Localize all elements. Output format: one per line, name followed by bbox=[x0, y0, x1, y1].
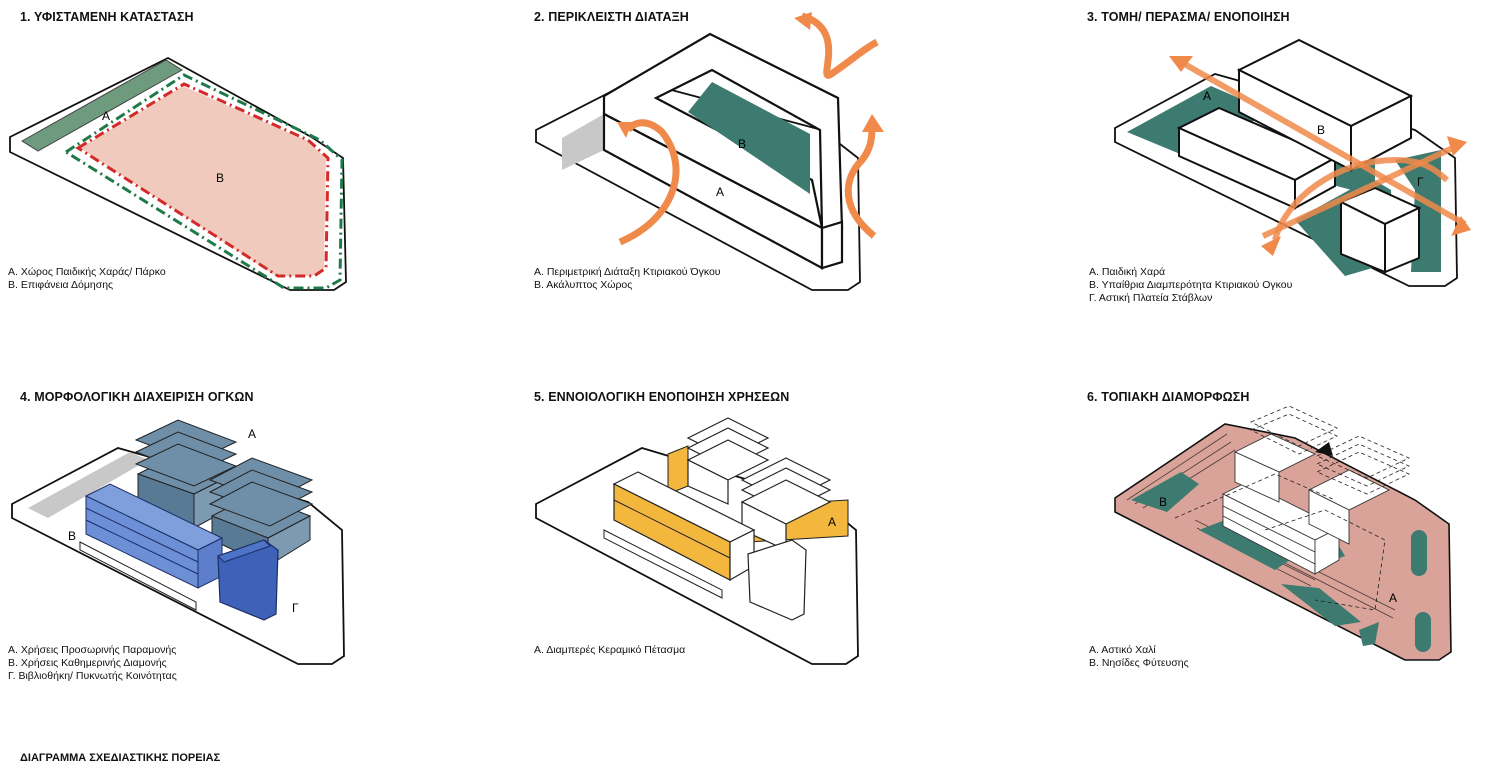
label-g: Γ bbox=[292, 601, 299, 615]
library-volume bbox=[217, 539, 279, 621]
park-area bbox=[21, 59, 183, 152]
stacked-volume bbox=[134, 419, 238, 529]
enclosed-layout-diagram: Α Β bbox=[535, 12, 884, 291]
legend-item: Β. Χρήσεις Καθημερινής Διαμονής bbox=[8, 657, 167, 669]
flow-arrow bbox=[1261, 143, 1459, 239]
flow-arrow bbox=[800, 12, 879, 79]
label-a: Α bbox=[248, 427, 256, 441]
legend-item: Β. Επιφάνεια Δόμησης bbox=[8, 279, 114, 291]
legend: Α. Χρήσεις Προσωρινής Παραμονής Β. Χρήσε… bbox=[8, 644, 177, 683]
panel-landscape-design: 6. ΤΟΠΙΑΚΗ ΔΙΑΜΟΡΦΩΣΗ bbox=[1075, 390, 1500, 730]
footer-title: ΔΙΑΓΡΑΜΜΑ ΣΧΕΔΙΑΣΤΙΚΗΣ ΠΟΡΕΙΑΣ bbox=[20, 752, 221, 764]
label-a: Α bbox=[716, 185, 724, 199]
flow-arrow bbox=[617, 122, 632, 138]
block-right-end bbox=[1350, 94, 1412, 172]
flow-arrow bbox=[1451, 216, 1471, 236]
legend-item: Α. Αστικό Χαλί bbox=[1089, 644, 1156, 656]
panel-use-integration: 5. ΕΝΝΟΙΟΛΟΓΙΚΗ ΕΝΟΠΟΙΗΣΗ ΧΡΗΣΕΩΝ bbox=[522, 390, 1002, 730]
legend-item: Α. Χώρος Παιδικής Χαράς/ Πάρκο bbox=[8, 266, 166, 278]
flow-arrow bbox=[1261, 236, 1281, 256]
legend-item: Β. Ακάλυπτος Χώρος bbox=[534, 279, 633, 291]
flow-arrow bbox=[844, 127, 877, 239]
planting-island bbox=[1281, 584, 1361, 626]
ring-end bbox=[820, 220, 844, 270]
label-b: Β bbox=[1159, 495, 1167, 509]
planting-island bbox=[1131, 472, 1199, 512]
panel-title: 5. ΕΝΝΟΙΟΛΟΓΙΚΗ ΕΝΟΠΟΙΗΣΗ ΧΡΗΣΕΩΝ bbox=[534, 390, 790, 404]
flow-arrow bbox=[618, 119, 680, 246]
label-a: Α bbox=[102, 109, 110, 123]
existing-state-diagram: Α Β bbox=[9, 56, 347, 291]
landscape-design-diagram: Α Β bbox=[1114, 405, 1452, 661]
flow-arrow bbox=[1272, 156, 1449, 241]
legend-item: Γ. Αστική Πλατεία Στάβλων bbox=[1089, 292, 1213, 304]
panel-volume-morphology: 4. ΜΟΡΦΟΛΟΓΙΚΗ ΔΙΑΧΕΙΡΙΣΗ ΟΓΚΩΝ bbox=[8, 390, 488, 730]
label-b: Β bbox=[68, 529, 76, 543]
legend-item: Α. Παιδική Χαρά bbox=[1089, 266, 1166, 278]
red-boundary bbox=[75, 82, 330, 278]
courtyard bbox=[688, 82, 810, 194]
flow-arrow bbox=[862, 114, 884, 132]
planting-island bbox=[1199, 520, 1293, 570]
flow-arrow bbox=[1447, 136, 1467, 156]
label-a: Α bbox=[828, 515, 836, 529]
label-a: Α bbox=[1203, 89, 1211, 103]
linear-block bbox=[612, 471, 756, 582]
use-integration-diagram: Α bbox=[535, 417, 859, 665]
label-g: Γ bbox=[1417, 175, 1424, 189]
label-b: Β bbox=[216, 171, 224, 185]
section-passage-diagram: Α Β Γ bbox=[1114, 38, 1471, 287]
panel-enclosed-layout: 2. ΠΕΡΙΚΛΕΙΣΤΗ ΔΙΑΤΑΞΗ Α Β Α. Περιμετρικ… bbox=[522, 10, 1002, 350]
legend-item: Α. Διαμπερές Κεραμικό Πέτασμα bbox=[534, 644, 686, 656]
library-volume bbox=[747, 539, 807, 621]
panel-title: 4. ΜΟΡΦΟΛΟΓΙΚΗ ΔΙΑΧΕΙΡΙΣΗ ΟΓΚΩΝ bbox=[20, 390, 254, 404]
building-surface bbox=[80, 86, 326, 276]
panel-title: 6. ΤΟΠΙΑΚΗ ΔΙΑΜΟΡΦΩΣΗ bbox=[1087, 390, 1250, 404]
legend-item: Α. Χρήσεις Προσωρινής Παραμονής bbox=[8, 644, 177, 656]
legend-item: Γ. Βιβλιοθήκη/ Πυκνωτής Κοινότητας bbox=[8, 670, 177, 682]
stacked-volume bbox=[740, 457, 832, 551]
panel-title: 2. ΠΕΡΙΚΛΕΙΣΤΗ ΔΙΑΤΑΞΗ bbox=[534, 10, 689, 24]
planting-island bbox=[1411, 530, 1427, 576]
flow-arrow bbox=[1179, 59, 1467, 227]
flow-arrow bbox=[1169, 56, 1193, 72]
legend: Α. Διαμπερές Κεραμικό Πέτασμα bbox=[534, 644, 685, 657]
building-outline bbox=[1221, 433, 1391, 575]
terrace-base bbox=[603, 529, 723, 599]
green-boundary bbox=[63, 73, 344, 290]
panel-section-passage: 3. ΤΟΜΗ/ ΠΕΡΑΣΜΑ/ ΕΝΟΠΟΙΗΣΗ Α Β Γ Α. Παι… bbox=[1075, 10, 1500, 350]
block-g-end bbox=[1384, 206, 1420, 274]
label-a: Α bbox=[1389, 591, 1397, 605]
panel-title: 3. ΤΟΜΗ/ ΠΕΡΑΣΜΑ/ ΕΝΟΠΟΙΗΣΗ bbox=[1087, 10, 1290, 24]
panel-title: 1. ΥΦΙΣΤΑΜΕΝΗ ΚΑΤΑΣΤΑΣΗ bbox=[20, 10, 194, 24]
dashed-outline bbox=[1174, 405, 1410, 611]
planting-island bbox=[1415, 612, 1431, 652]
legend-item: Β. Νησίδες Φύτευσης bbox=[1089, 657, 1189, 669]
legend: Α. Χώρος Παιδικής Χαράς/ Πάρκο Β. Επιφάν… bbox=[8, 266, 166, 292]
planting-island bbox=[1359, 622, 1379, 646]
legend-item: Β. Υπαίθρια Διαμπερότητα Κτιριακού Ογκου bbox=[1089, 279, 1293, 291]
panel-existing-state: 1. ΥΦΙΣΤΑΜΕΝΗ ΚΑΤΑΣΤΑΣΗ Α Β Α. Χώρος Παι… bbox=[8, 10, 488, 350]
gray-strip bbox=[562, 114, 604, 170]
legend: Α. Περιμετρική Διάταξη Κτιριακού Όγκου Β… bbox=[534, 266, 721, 292]
volume-morphology-diagram: Α Β Γ bbox=[11, 419, 345, 665]
ceramic-screen bbox=[667, 445, 689, 495]
gray-strip bbox=[28, 452, 148, 518]
linear-block bbox=[84, 483, 224, 589]
stacked-volume bbox=[686, 417, 770, 505]
stacked-volume bbox=[208, 457, 314, 567]
legend: Α. Παιδική Χαρά Β. Υπαίθρια Διαμπερότητα… bbox=[1089, 266, 1292, 305]
legend-item: Α. Περιμετρική Διάταξη Κτιριακού Όγκου bbox=[534, 266, 721, 278]
label-b: Β bbox=[1317, 123, 1325, 137]
label-b: Β bbox=[738, 137, 746, 151]
terrace-base bbox=[79, 541, 197, 611]
entrance-arrow bbox=[1315, 442, 1333, 456]
flow-arrow bbox=[794, 12, 812, 30]
legend: Α. Αστικό Χαλί Β. Νησίδες Φύτευσης bbox=[1089, 644, 1189, 670]
